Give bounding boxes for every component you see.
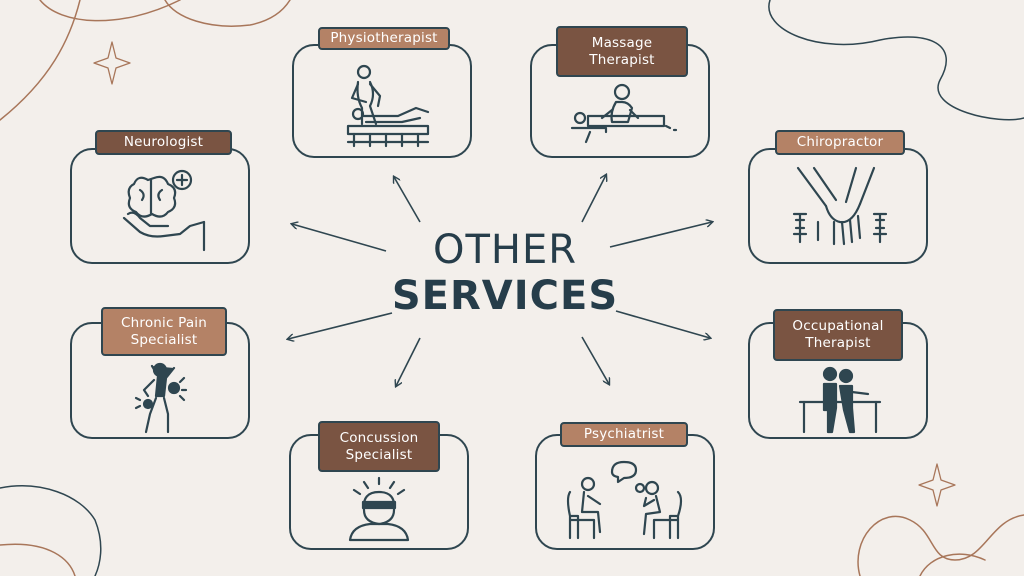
arrow-to-occupational-therapist — [615, 310, 710, 338]
decor-curve-bottom-right-2 — [919, 553, 986, 576]
arrow-to-physiotherapist — [394, 177, 421, 223]
decor-curve-bottom-left-2 — [0, 543, 76, 576]
star-icon — [93, 41, 131, 85]
chiropractic-hands-icon — [790, 164, 890, 250]
service-label-neurologist: Neurologist — [95, 130, 232, 155]
title-line-2: SERVICES — [391, 273, 619, 319]
arrow-to-concussion-specialist — [396, 337, 421, 386]
brain-hand-icon — [120, 166, 210, 252]
decor-curve-top-right — [768, 0, 1024, 121]
title-line-1: OTHER — [432, 227, 578, 273]
service-label-concussion-specialist: Concussion Specialist — [318, 421, 440, 472]
decor-curve-bottom-left — [0, 485, 102, 576]
arrow-to-chiropractor — [609, 222, 712, 248]
decor-curve-top-left-2 — [164, 0, 291, 27]
service-label-physiotherapist: Physiotherapist — [318, 27, 450, 50]
service-label-massage-therapist: Massage Therapist — [556, 26, 688, 77]
occupational-therapy-icon — [798, 366, 882, 434]
center-title: OTHER SERVICES — [370, 228, 640, 320]
service-label-occupational-therapist: Occupational Therapist — [773, 309, 903, 361]
decor-curve-bottom-right — [857, 514, 1024, 576]
arrow-to-psychiatrist — [581, 336, 609, 384]
star-icon — [918, 463, 956, 507]
head-bandage-icon — [344, 476, 414, 542]
massage-icon — [566, 82, 678, 144]
arrow-to-massage-therapist — [581, 175, 606, 223]
pain-person-icon — [134, 362, 188, 434]
service-label-psychiatrist: Psychiatrist — [560, 422, 688, 447]
service-label-chiropractor: Chiropractor — [775, 130, 905, 155]
service-label-chronic-pain-specialist: Chronic Pain Specialist — [101, 307, 227, 356]
decor-curve-left — [0, 0, 81, 121]
arrow-to-chronic-pain-specialist — [288, 312, 393, 339]
decor-curve-top-left — [39, 0, 181, 22]
physiotherapy-icon — [336, 62, 436, 152]
counseling-icon — [566, 458, 688, 540]
arrow-to-neurologist — [292, 224, 387, 252]
